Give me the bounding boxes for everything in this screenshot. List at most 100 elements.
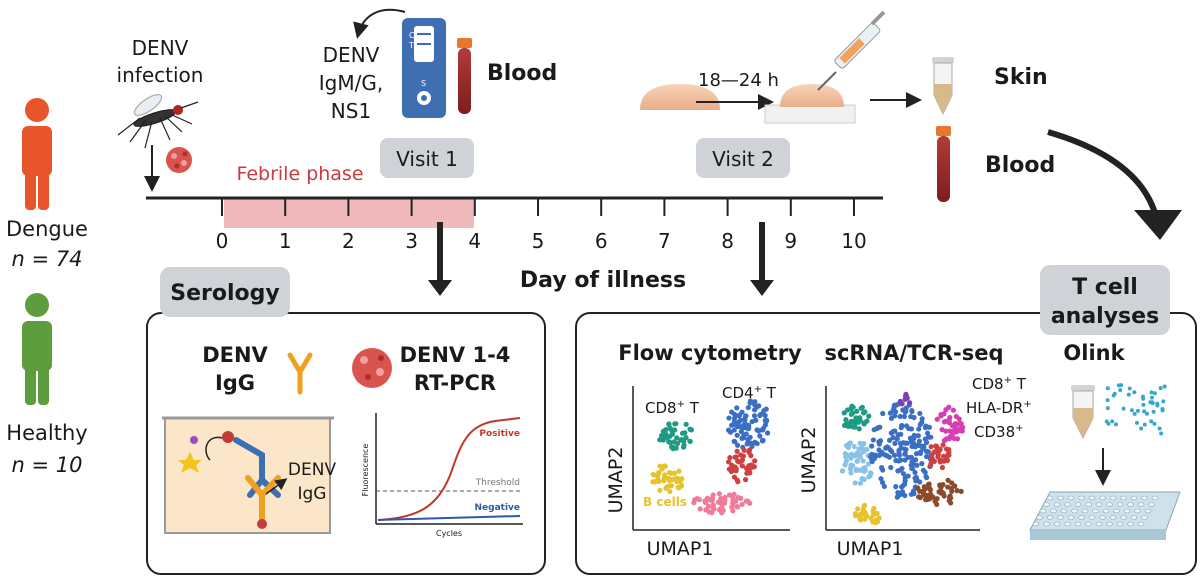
scrna-point <box>957 420 963 427</box>
skin-bump-icon <box>640 84 720 110</box>
plate-well <box>1099 515 1106 520</box>
olink-dot <box>1161 399 1166 404</box>
plate-well <box>1127 502 1134 507</box>
scrna-point <box>941 419 948 425</box>
scrna-point <box>880 451 886 457</box>
timeline-tick-label: 8 <box>721 229 734 253</box>
timeline-tick-label: 2 <box>342 229 355 253</box>
skin-biopsy-icon <box>764 84 856 124</box>
flow-bcell-point <box>667 488 673 495</box>
olink-dot <box>1114 422 1119 427</box>
flow-red-point <box>726 459 732 465</box>
scrna-point <box>917 488 923 494</box>
flow-pink-point <box>709 495 716 501</box>
flow-pink-point <box>726 492 733 498</box>
flow-cd4-point <box>764 430 771 436</box>
igg-line1: DENV <box>202 343 268 367</box>
flow-cd8-point <box>677 437 684 443</box>
flow-cd4-point <box>757 433 763 439</box>
flow-bcell-point <box>676 468 682 474</box>
olink-dot <box>1110 419 1115 424</box>
flow-red-point <box>742 477 749 483</box>
olink-dot <box>1142 409 1147 414</box>
plate-well <box>1053 521 1061 527</box>
scrna-point <box>923 475 930 481</box>
scrna-point <box>866 413 872 419</box>
flow-red-point <box>739 457 746 463</box>
scrna-point <box>841 410 847 416</box>
flow-pink-point <box>722 494 728 501</box>
flow-cd4-point <box>738 417 744 423</box>
scrna-point <box>876 441 882 447</box>
timeline-tick-label: 3 <box>405 229 418 253</box>
scrna-point <box>850 404 856 410</box>
scrna-point <box>853 451 859 458</box>
olink-dot <box>1134 420 1139 425</box>
flow-cd4-point <box>734 405 740 411</box>
plate-well <box>1074 502 1082 507</box>
plate-well <box>1050 508 1057 514</box>
scrna-point <box>895 490 901 496</box>
blood-tube-icon <box>457 38 472 114</box>
rapid-test-line1: DENV <box>323 43 380 67</box>
olink-dot <box>1139 426 1144 431</box>
scrna-point <box>894 436 900 442</box>
scrna-point <box>892 413 898 419</box>
flow-pink-point <box>729 504 735 510</box>
flow-pink-point <box>718 495 724 502</box>
scrna-point <box>848 411 854 417</box>
scrna-point <box>920 488 927 494</box>
scrna-point <box>870 437 876 443</box>
plate-well <box>1109 515 1117 520</box>
scrna-point <box>868 470 874 476</box>
scrna-point <box>913 474 919 480</box>
scrna-point <box>862 409 868 415</box>
skin-sample-tube-icon <box>932 57 954 116</box>
infection-line1: DENV <box>132 36 189 60</box>
scrna-point <box>848 462 854 468</box>
scrna-point <box>902 451 908 457</box>
plate-well <box>1120 495 1127 501</box>
scrna-point <box>916 426 922 432</box>
scrna-point <box>925 449 931 455</box>
scrna-point <box>919 419 925 425</box>
scrna-point <box>913 451 920 457</box>
flow-cd8-point <box>674 440 681 447</box>
flow-pink-point <box>703 507 709 513</box>
scrna-point <box>945 477 951 483</box>
scrna-point <box>939 464 946 471</box>
flow-bcell-point <box>656 478 662 485</box>
scrna-point <box>873 518 879 524</box>
scrna-label-2: HLA-DR+ <box>966 399 1032 417</box>
scrna-point <box>932 498 938 504</box>
scrna-point <box>929 456 935 462</box>
olink-dot <box>1152 391 1157 396</box>
scrna-point <box>943 407 949 413</box>
olink-dot <box>1119 383 1124 388</box>
scrna-point <box>847 440 853 446</box>
scrna-point <box>861 421 867 427</box>
scrna-point <box>891 452 898 458</box>
healthy-person-icon <box>22 293 52 405</box>
scrna-point <box>884 453 890 459</box>
scrna-point <box>843 458 850 464</box>
flow-cd4-point <box>754 404 760 410</box>
blood-right-label: Blood <box>985 153 1055 178</box>
scrna-point <box>952 421 959 427</box>
scrna-point <box>908 462 914 468</box>
flow-pink-point <box>710 505 716 511</box>
pcr-positive-label: Positive <box>479 429 520 439</box>
scrna-label-1: CD8+ T <box>972 375 1027 393</box>
virus-icon <box>166 147 192 173</box>
olink-dot <box>1129 408 1134 413</box>
scrna-point <box>943 428 949 434</box>
scrna-point <box>945 484 951 490</box>
skin-interval-label: 18—24 h <box>698 70 779 91</box>
olink-dot <box>1148 400 1153 405</box>
scrna-point <box>928 444 934 450</box>
scrna-point <box>917 494 923 501</box>
olink-dot <box>1149 395 1154 400</box>
flow-bcell-point <box>677 477 683 483</box>
plate-well <box>1057 495 1064 501</box>
